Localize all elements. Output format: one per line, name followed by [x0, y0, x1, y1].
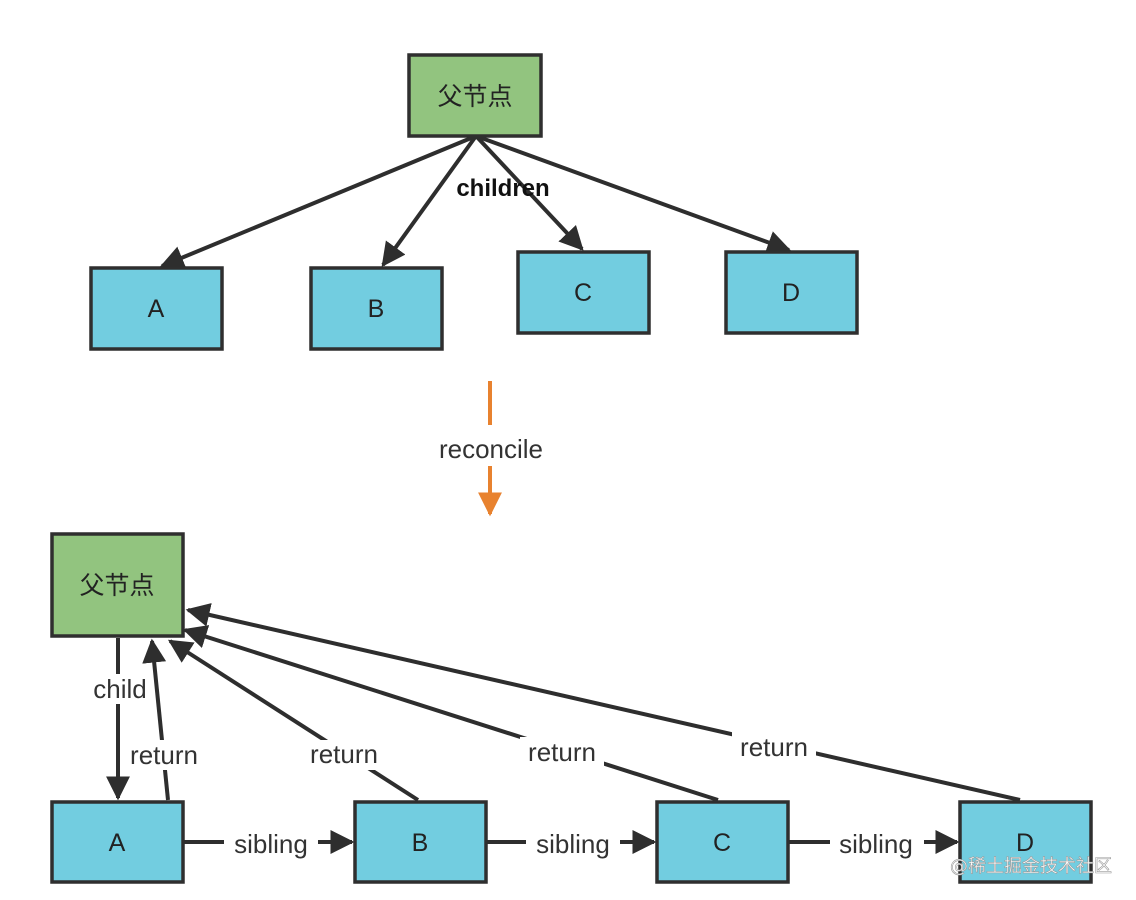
top-node-a: A: [89, 266, 224, 351]
top-edge-a: [159, 134, 477, 269]
top-parent-node: 父节点: [407, 53, 543, 138]
watermark-text: @稀土掘金技术社区: [950, 856, 1112, 877]
top-node-b-label: B: [368, 295, 385, 323]
top-tree: children 父节点 A B C D: [89, 53, 859, 351]
bottom-node-d: D: [958, 800, 1093, 884]
sibling-label-cd: sibling: [839, 829, 913, 859]
top-node-d-label: D: [782, 279, 800, 307]
bottom-node-a: A: [50, 800, 185, 884]
bottom-node-a-label: A: [109, 829, 126, 857]
return-edge-b: [167, 639, 420, 802]
reconcile-label: reconcile: [439, 434, 543, 464]
bottom-parent-label: 父节点: [79, 571, 154, 600]
return-edge-c: [182, 625, 719, 802]
return-label-b: return: [310, 739, 378, 769]
return-label-d: return: [740, 732, 808, 762]
reconcile-transition: reconcile: [439, 381, 543, 517]
bottom-node-d-label: D: [1016, 829, 1034, 857]
top-edge-d: [475, 134, 792, 254]
bottom-node-b: B: [353, 800, 488, 884]
bottom-parent-node: 父节点: [50, 532, 185, 638]
top-node-b: B: [309, 266, 444, 351]
children-label: children: [456, 175, 549, 202]
bottom-node-c-label: C: [713, 829, 731, 857]
bottom-node-b-label: B: [412, 829, 429, 857]
return-label-c: return: [528, 737, 596, 767]
bottom-tree: child return return return return siblin…: [50, 532, 1112, 884]
return-edge-a: [142, 638, 170, 801]
sibling-label-ab: sibling: [234, 829, 308, 859]
child-label: child: [93, 674, 146, 704]
return-label-a: return: [130, 740, 198, 770]
top-node-a-label: A: [148, 295, 165, 323]
top-node-c-label: C: [574, 279, 592, 307]
sibling-label-bc: sibling: [536, 829, 610, 859]
top-parent-label: 父节点: [437, 82, 512, 111]
return-edge-d: [185, 603, 1021, 802]
top-edge-b: [381, 134, 478, 267]
top-node-d: D: [724, 250, 859, 335]
top-node-c: C: [516, 250, 651, 335]
top-edge-c: [474, 134, 584, 251]
bottom-node-c: C: [655, 800, 790, 884]
